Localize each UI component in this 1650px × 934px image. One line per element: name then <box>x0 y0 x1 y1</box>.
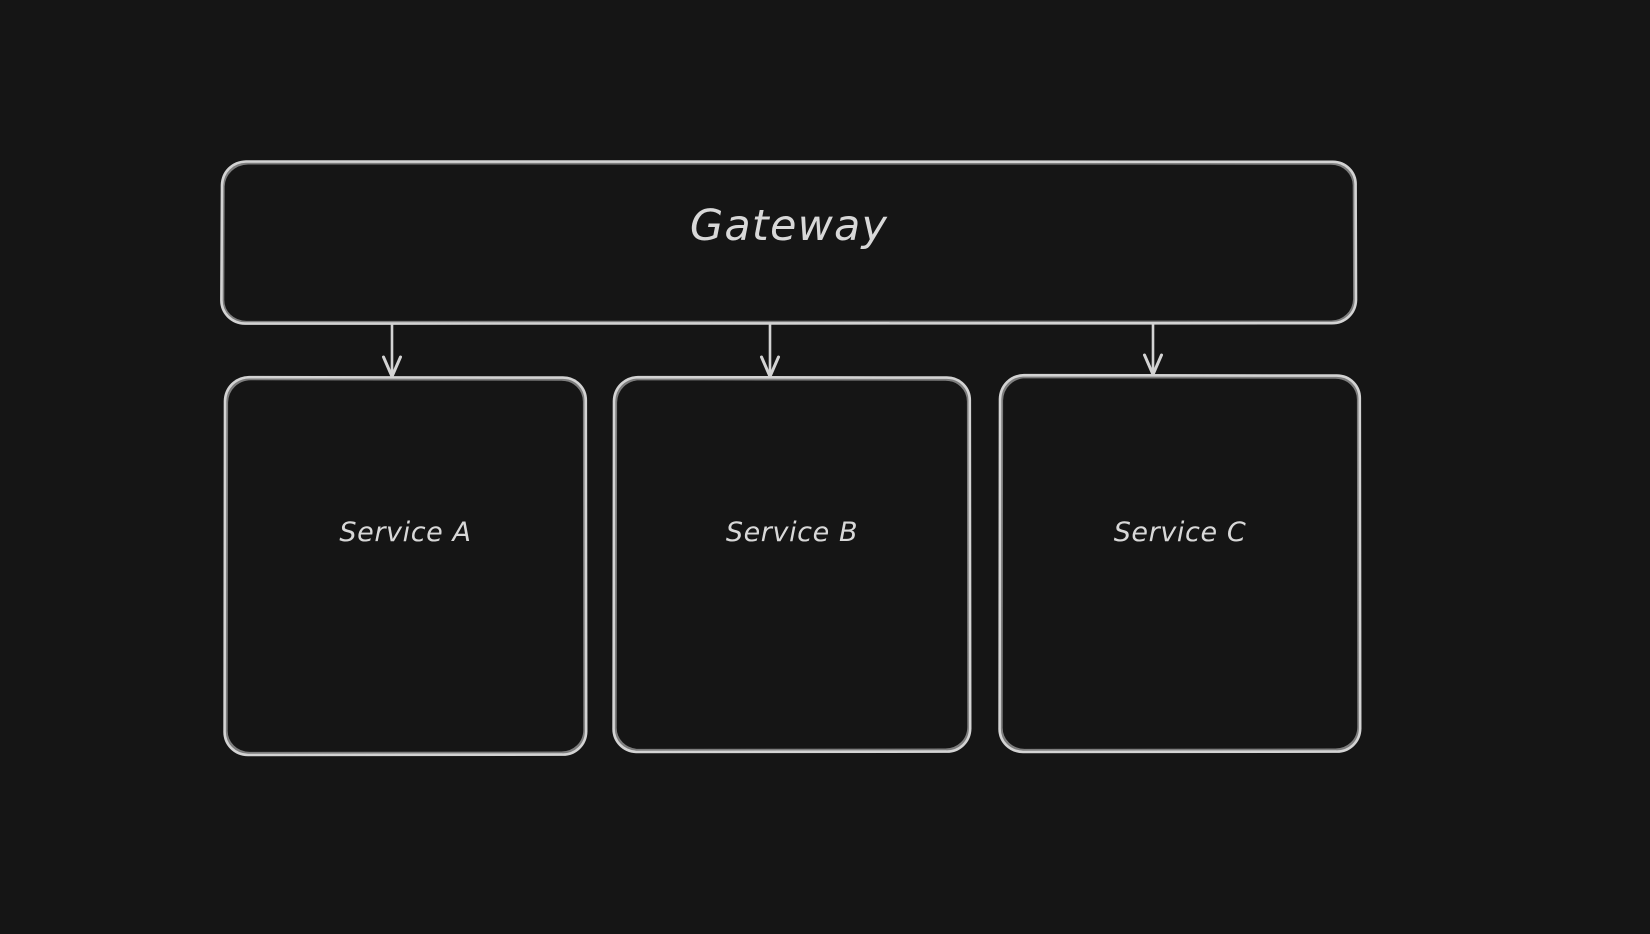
node-service-c[interactable] <box>998 373 1362 754</box>
node-service-b[interactable] <box>612 375 972 754</box>
edge-gateway-service-a[interactable] <box>382 322 402 378</box>
node-service-a[interactable] <box>223 375 588 757</box>
node-service-c-shape-sketch-overlay <box>1000 375 1360 752</box>
edge-gateway-service-c[interactable] <box>1143 322 1163 376</box>
node-service-a-shape-sketch-overlay <box>225 377 586 755</box>
edge-gateway-service-b[interactable] <box>760 322 780 378</box>
node-gateway[interactable] <box>220 160 1358 325</box>
node-service-b-shape-sketch-overlay <box>614 377 970 752</box>
node-gateway-shape-sketch-overlay <box>221 161 1356 324</box>
